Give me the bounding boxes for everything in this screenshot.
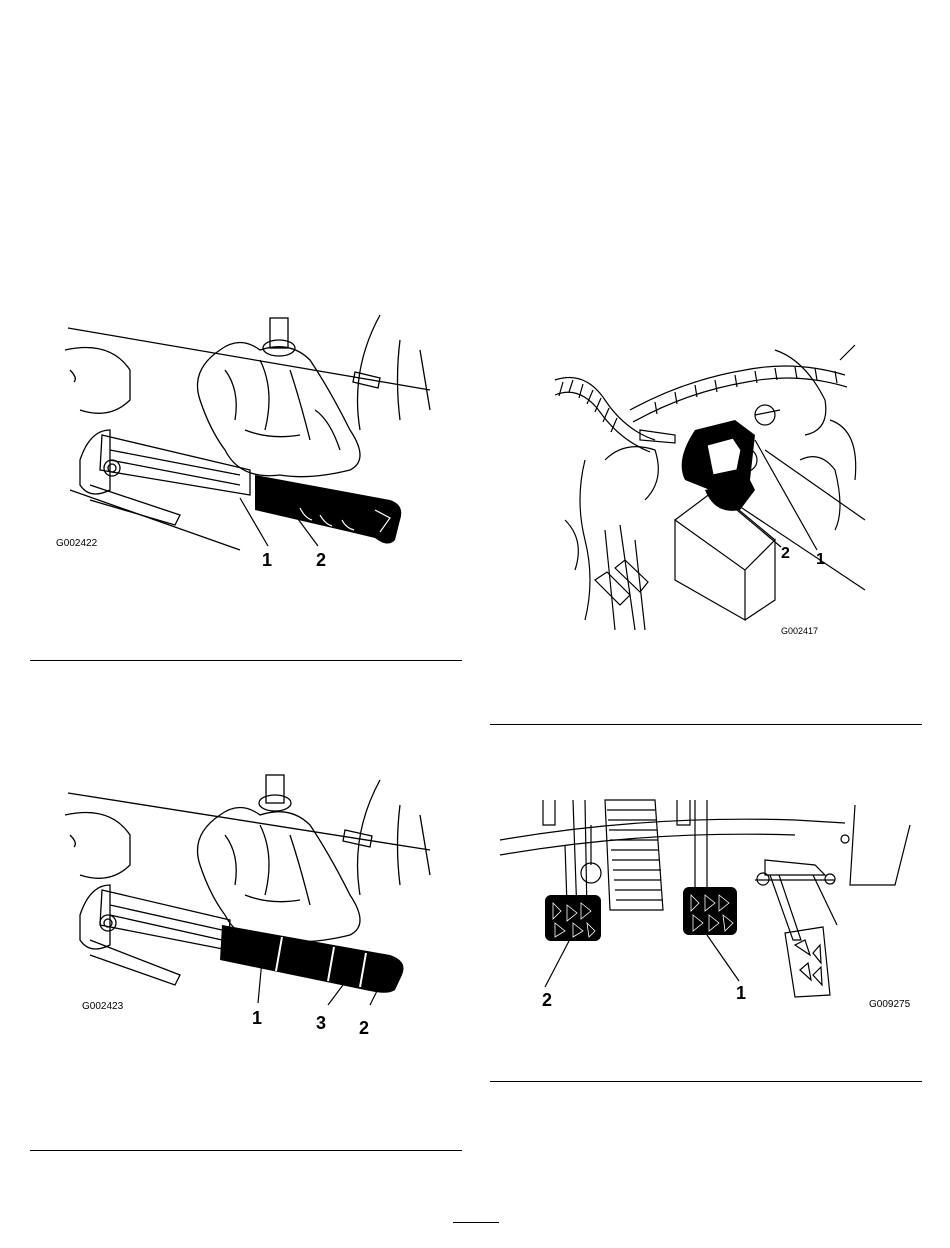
figure-code: G002422 [56,538,97,549]
figure-1-illustration [50,310,470,580]
figure-divider [30,1150,462,1151]
callout-label: 1 [816,551,825,569]
figure-code: G002423 [82,1001,123,1012]
figure-divider [490,724,922,725]
figure-code: G009275 [869,999,910,1010]
figure-divider [30,660,462,661]
figure-shift-lever-grip-removed: G002422 1 2 [50,310,470,580]
callout-label: 2 [359,1018,369,1039]
figure-lever-clamp: 2 1 G002417 [545,340,865,640]
callout-label: 2 [542,990,552,1011]
callout-label: 1 [736,983,746,1004]
callout-label: 2 [781,545,790,563]
callout-label: 1 [262,550,272,571]
figure-shift-lever-grip-installed: G002423 1 3 2 [50,775,470,1040]
callout-label: 3 [316,1013,326,1034]
figure-4-illustration [495,795,915,1020]
figure-pedals: 2 1 G009275 [495,795,915,1020]
page-number [453,1222,499,1237]
figure-code: G002417 [781,626,818,636]
callout-label: 2 [316,550,326,571]
figure-2-illustration [545,340,865,640]
callout-label: 1 [252,1008,262,1029]
figure-divider [490,1081,922,1082]
